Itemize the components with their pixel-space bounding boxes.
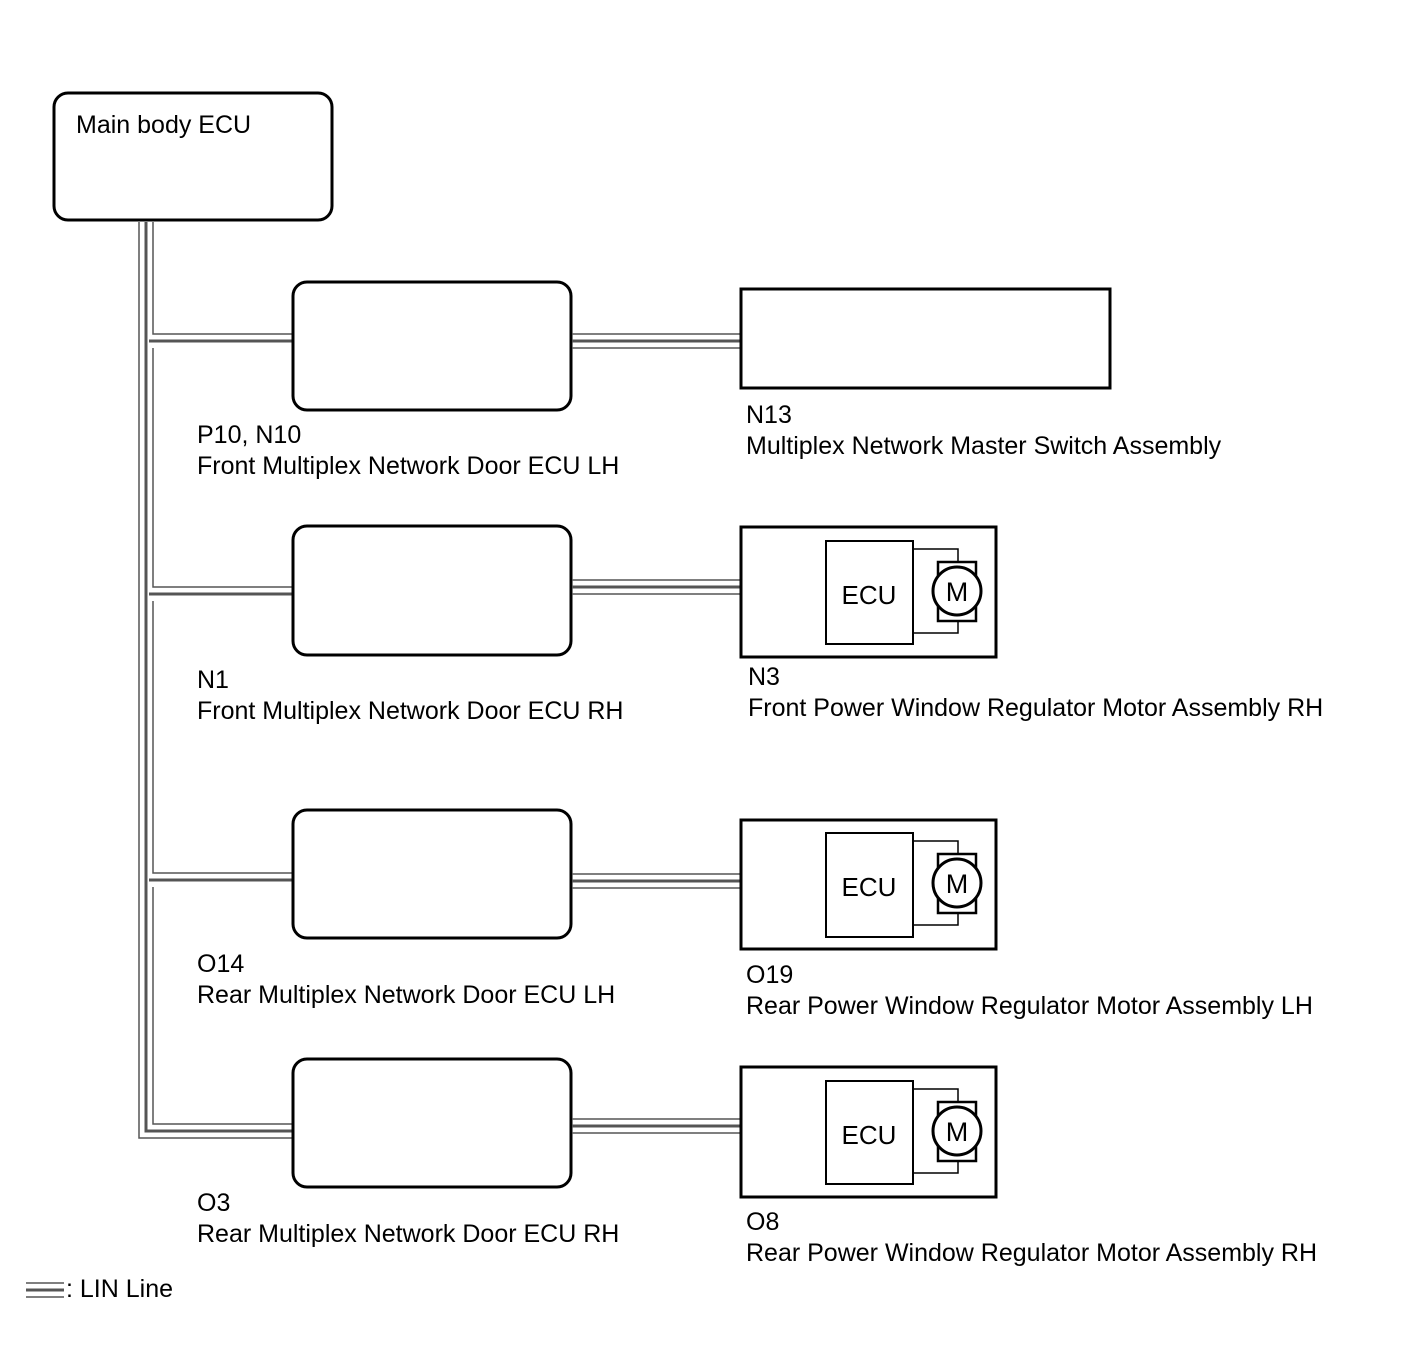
motor-label: M xyxy=(946,869,969,899)
door-ecu-label-rear-rh: O3 Rear Multiplex Network Door ECU RH xyxy=(197,1188,619,1250)
ecu-chip-label: ECU xyxy=(842,872,897,902)
device-label-rear-rh-motor: O8 Rear Power Window Regulator Motor Ass… xyxy=(746,1207,1317,1269)
legend-separator: : xyxy=(66,1275,73,1303)
device-label-master-switch: N13 Multiplex Network Master Switch Asse… xyxy=(746,400,1221,462)
door-ecu-box xyxy=(291,1057,573,1189)
connector-code: O8 xyxy=(746,1208,780,1236)
door-ecu-label-front-rh: N1 Front Multiplex Network Door ECU RH xyxy=(197,665,624,727)
component-name: Rear Multiplex Network Door ECU LH xyxy=(197,981,616,1009)
legend-label: LIN Line xyxy=(79,1275,174,1303)
legend: : LIN Line xyxy=(66,1274,173,1305)
ecu-chip-label: ECU xyxy=(842,580,897,610)
connector-code: N1 xyxy=(197,666,229,694)
device-label-rear-lh-motor: O19 Rear Power Window Regulator Motor As… xyxy=(746,960,1313,1022)
connector-code: N3 xyxy=(748,663,780,691)
component-name: Front Multiplex Network Door ECU LH xyxy=(197,452,620,480)
connector-code: N13 xyxy=(746,401,792,429)
main-body-ecu-label: Main body ECU xyxy=(76,111,251,139)
device-label-front-rh-motor: N3 Front Power Window Regulator Motor As… xyxy=(748,662,1323,724)
lin-bus-lines xyxy=(138,222,293,1139)
motor-label: M xyxy=(946,577,969,607)
component-name: Front Multiplex Network Door ECU RH xyxy=(197,697,624,725)
component-name: Front Power Window Regulator Motor Assem… xyxy=(748,694,1324,722)
door-ecu-box xyxy=(291,808,573,940)
connector-code: O14 xyxy=(197,950,245,978)
connector-code: P10, N10 xyxy=(197,421,302,449)
main-body-ecu-box xyxy=(52,91,334,222)
lin-device-lines xyxy=(572,333,741,1134)
door-ecu-box xyxy=(291,280,573,412)
motor-assembly-n3: ECU M xyxy=(739,525,998,659)
ecu-chip-label: ECU xyxy=(842,1120,897,1150)
door-ecu-label-rear-lh: O14 Rear Multiplex Network Door ECU LH xyxy=(197,949,615,1011)
connector-code: O19 xyxy=(746,961,794,989)
motor-label: M xyxy=(946,1117,969,1147)
component-name: Multiplex Network Master Switch Assembly xyxy=(746,432,1222,460)
motor-icon xyxy=(931,857,983,909)
master-switch-box xyxy=(739,287,1112,390)
motor-icon xyxy=(931,565,983,617)
component-name: Rear Power Window Regulator Motor Assemb… xyxy=(746,992,1313,1020)
motor-assembly-o19: ECU M xyxy=(739,818,998,951)
lin-line-symbol xyxy=(26,1282,64,1298)
motor-assembly-o8: ECU M xyxy=(739,1065,998,1199)
component-name: Rear Multiplex Network Door ECU RH xyxy=(197,1220,620,1248)
door-ecu-label-front-lh: P10, N10 Front Multiplex Network Door EC… xyxy=(197,420,619,482)
connector-code: O3 xyxy=(197,1189,231,1217)
motor-icon xyxy=(931,1105,983,1157)
component-name: Rear Power Window Regulator Motor Assemb… xyxy=(746,1239,1318,1267)
door-ecu-box xyxy=(291,524,573,657)
